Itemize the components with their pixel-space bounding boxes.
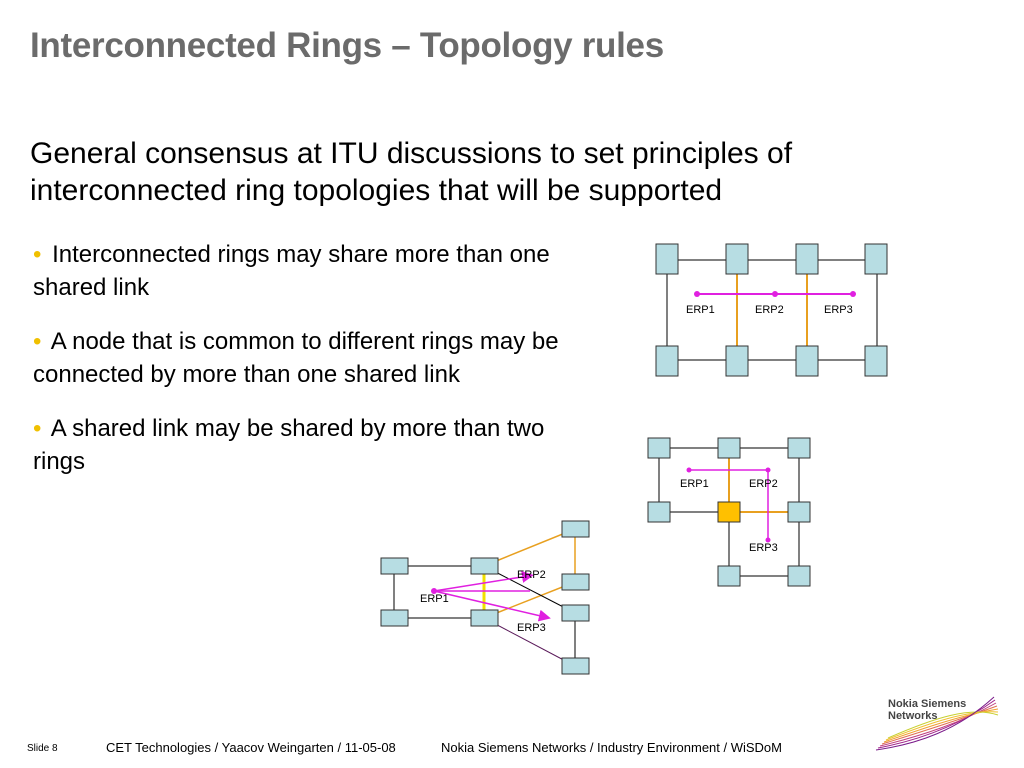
slide-title: Interconnected Rings – Topology rules: [30, 26, 664, 65]
bullet-item: • A shared link may be shared by more th…: [33, 412, 603, 478]
node: [470, 609, 499, 627]
erp-label: ERP2: [755, 304, 784, 316]
node: [470, 557, 499, 575]
bullet-text: A shared link may be shared by more than…: [33, 415, 545, 475]
slide-number: Slide 8: [27, 743, 58, 754]
bullet-dot-icon: •: [33, 328, 42, 355]
node: [725, 345, 749, 377]
erp-label: ERP3: [517, 622, 546, 634]
node: [717, 437, 741, 459]
diagram-shared-by-three: ERP2 ERP1 ERP3: [380, 520, 590, 675]
bullet-dot-icon: •: [33, 415, 42, 442]
company-logo: Nokia Siemens Networks: [888, 698, 966, 722]
erp-label: ERP3: [824, 304, 853, 316]
node: [795, 345, 819, 377]
bullet-text: A node that is common to different rings…: [33, 328, 559, 388]
common-node: [717, 501, 741, 523]
footer-author: CET Technologies / Yaacov Weingarten / 1…: [106, 740, 396, 755]
erp-label: ERP1: [686, 304, 715, 316]
erp-label: ERP2: [517, 569, 546, 581]
node: [787, 565, 811, 587]
node: [787, 437, 811, 459]
footer-company: Nokia Siemens Networks / Industry Enviro…: [441, 740, 782, 755]
bullet-dot-icon: •: [33, 241, 42, 268]
node: [864, 345, 888, 377]
node: [725, 243, 749, 275]
erp-label: ERP1: [680, 478, 709, 490]
node: [561, 657, 590, 675]
bullet-list: • Interconnected rings may share more th…: [33, 238, 603, 499]
erp-label: ERP1: [420, 593, 449, 605]
node: [380, 557, 409, 575]
node: [380, 609, 409, 627]
node: [717, 565, 741, 587]
node: [561, 520, 590, 538]
diagram-shared-links: ERP1 ERP2 ERP3: [655, 243, 888, 377]
node: [864, 243, 888, 275]
bullet-item: • A node that is common to different rin…: [33, 325, 603, 391]
node: [561, 604, 590, 622]
diagram-common-node: ERP1 ERP2 ERP3: [647, 437, 811, 587]
erp-label: ERP3: [749, 542, 778, 554]
logo-line: Networks: [888, 710, 938, 722]
node: [655, 243, 679, 275]
bullet-item: • Interconnected rings may share more th…: [33, 238, 603, 304]
node: [655, 345, 679, 377]
node: [787, 501, 811, 523]
intro-text: General consensus at ITU discussions to …: [30, 137, 793, 207]
logo-line: Nokia Siemens: [888, 698, 967, 710]
bullet-text: Interconnected rings may share more than…: [33, 241, 550, 301]
erp-label: ERP2: [749, 478, 778, 490]
node: [647, 437, 671, 459]
node: [647, 501, 671, 523]
nokia-siemens-logo-graphic: [875, 696, 999, 751]
node: [795, 243, 819, 275]
node: [561, 573, 590, 591]
